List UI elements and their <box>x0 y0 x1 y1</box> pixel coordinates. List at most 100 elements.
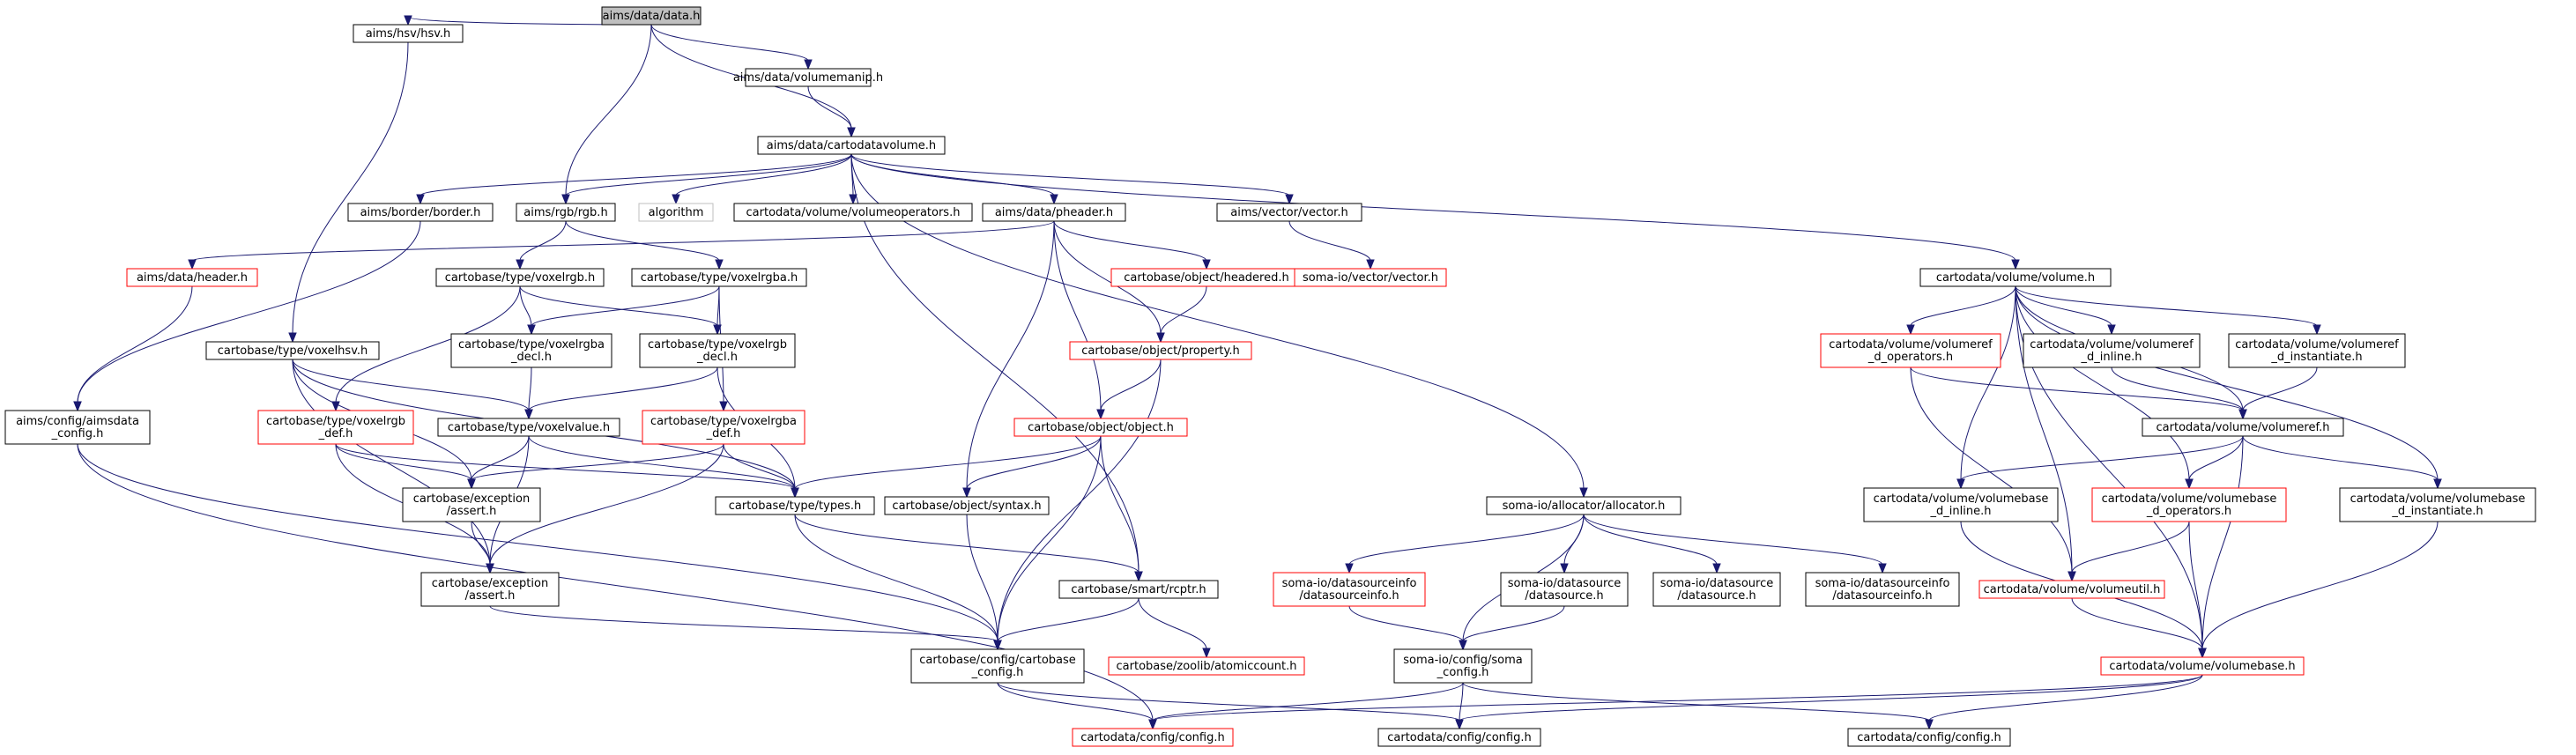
header-node[interactable]: soma-io/allocator/allocator.h <box>1486 496 1681 515</box>
header-node-box <box>639 333 796 368</box>
header-node[interactable]: cartobase/type/voxelvalue.h <box>437 418 620 437</box>
header-node[interactable]: algorithm <box>638 203 714 222</box>
header-node[interactable]: cartobase/object/object.h <box>1013 418 1188 437</box>
header-node-label: /datasource.h <box>1525 589 1603 603</box>
header-node-box <box>353 24 464 43</box>
header-node[interactable]: soma-io/datasource/datasource.h <box>1500 572 1629 607</box>
header-node[interactable]: aims/data/pheader.h <box>982 203 1126 222</box>
header-node-box <box>402 487 541 522</box>
header-node-label: cartobase/config/cartobase <box>919 654 1076 667</box>
header-node-label: algorithm <box>649 206 704 219</box>
header-node[interactable]: soma-io/vector/vector.h <box>1294 268 1447 287</box>
dependency-edge <box>467 443 724 490</box>
header-node[interactable]: soma-io/datasourceinfo/datasourceinfo.h <box>1805 572 1960 607</box>
header-node[interactable]: cartodata/config/config.h <box>1377 728 1541 747</box>
header-node[interactable]: aims/config/aimsdata_config.h <box>4 410 151 445</box>
header-node[interactable]: cartodata/volume/volumebase.h <box>2100 656 2305 676</box>
header-node[interactable]: aims/border/border.h <box>347 203 494 222</box>
header-node-box <box>1069 341 1252 360</box>
header-node-box <box>2142 418 2344 437</box>
header-node[interactable]: cartobase/type/voxelrgba.h <box>631 268 807 287</box>
dependency-edge <box>2185 435 2244 490</box>
header-node-box <box>437 418 620 437</box>
header-node[interactable]: cartodata/volume/volumebase_d_inline.h <box>1863 487 2059 522</box>
header-node[interactable]: cartodata/volume/volumebase_d_instantiat… <box>2339 487 2536 522</box>
header-node-label: soma-io/allocator/allocator.h <box>1503 500 1666 513</box>
dependency-edge <box>1910 366 2076 582</box>
header-node[interactable]: aims/data/header.h <box>126 268 258 287</box>
header-node[interactable]: cartobase/config/cartobase_config.h <box>910 648 1085 684</box>
header-node[interactable]: cartobase/object/headered.h <box>1110 268 1303 287</box>
header-node-label: _config.h <box>51 427 104 440</box>
header-node[interactable]: aims/data/data.h <box>601 6 702 26</box>
dependency-edge <box>292 359 494 574</box>
header-node[interactable]: cartodata/volume/volumebase_d_operators.… <box>2091 487 2287 522</box>
header-node[interactable]: cartobase/object/syntax.h <box>884 496 1050 515</box>
header-node-label: cartobase/zoolib/atomiccount.h <box>1117 660 1297 673</box>
header-node-label: cartobase/exception <box>432 577 548 590</box>
dependency-edge <box>993 597 1140 651</box>
header-node[interactable]: cartobase/type/voxelrgba_def.h <box>642 410 805 445</box>
dependency-edge <box>723 443 799 499</box>
header-node-box <box>1072 728 1234 747</box>
header-node[interactable]: aims/data/volumemanip.h <box>733 68 883 87</box>
dependency-edge <box>1138 597 1211 659</box>
header-node[interactable]: cartobase/exception/assert.h <box>402 487 541 522</box>
header-node[interactable]: cartobase/object/property.h <box>1069 341 1252 360</box>
header-node-box <box>1652 572 1781 607</box>
header-node[interactable]: cartodata/volume/volumeref_d_instantiate… <box>2228 333 2406 368</box>
header-node[interactable]: cartobase/type/types.h <box>715 496 875 515</box>
header-node-label: cartodata/volume/volumeref.h <box>2157 421 2330 434</box>
header-node-label: _decl.h <box>510 351 552 364</box>
header-node-label: soma-io/datasource <box>1660 577 1773 590</box>
header-node-box <box>1805 572 1960 607</box>
dependency-edge <box>850 153 2020 270</box>
dependency-edge <box>1455 674 2203 730</box>
dependency-edge <box>1288 220 1375 270</box>
header-node[interactable]: cartodata/config/config.h <box>1847 728 2011 747</box>
header-node[interactable]: cartobase/smart/rcptr.h <box>1058 580 1219 599</box>
header-node[interactable]: cartodata/volume/volumeref_d_inline.h <box>2023 333 2201 368</box>
header-node-box <box>715 496 875 515</box>
header-node-label: aims/border/border.h <box>360 206 481 219</box>
header-node[interactable]: aims/rgb/rgb.h <box>516 203 616 222</box>
header-node-label: aims/rgb/rgb.h <box>523 206 607 219</box>
header-node[interactable]: cartobase/type/voxelhsv.h <box>205 341 380 360</box>
header-node-label: _d_inline.h <box>1930 505 1992 518</box>
header-node-label: cartobase/type/types.h <box>729 500 861 513</box>
header-node[interactable]: aims/data/cartodatavolume.h <box>757 136 946 155</box>
header-node[interactable]: cartobase/exception/assert.h <box>420 572 560 607</box>
header-node[interactable]: soma-io/datasourceinfo/datasourceinfo.h <box>1273 572 1426 607</box>
dependency-edge <box>993 435 1102 651</box>
header-node[interactable]: cartobase/zoolib/atomiccount.h <box>1108 656 1305 676</box>
dependency-edge <box>791 435 1102 499</box>
header-node[interactable]: cartodata/volume/volumeoperators.h <box>733 203 973 222</box>
header-node[interactable]: aims/hsv/hsv.h <box>353 24 464 43</box>
dependency-edge <box>794 514 1143 582</box>
dependency-edge <box>1906 285 2016 336</box>
header-node[interactable]: cartodata/volume/volumeref_d_operators.h <box>1820 333 2001 368</box>
header-node[interactable]: cartodata/volume/volume.h <box>1919 268 2112 287</box>
header-node-box <box>450 333 612 368</box>
header-node[interactable]: cartobase/type/voxelrgba_decl.h <box>450 333 612 368</box>
header-node[interactable]: soma-io/datasource/datasource.h <box>1652 572 1781 607</box>
header-node[interactable]: cartodata/volume/volumeutil.h <box>1978 580 2165 599</box>
header-node-box <box>2339 487 2536 522</box>
header-node[interactable]: cartobase/type/voxelrgb.h <box>435 268 605 287</box>
header-node-label: soma-io/datasourceinfo <box>1282 577 1417 590</box>
header-node-box <box>4 410 151 445</box>
header-node[interactable]: aims/vector/vector.h <box>1216 203 1362 222</box>
header-node[interactable]: cartobase/type/voxelrgb_def.h <box>257 410 414 445</box>
header-node[interactable]: cartodata/volume/volumeref.h <box>2142 418 2344 437</box>
header-node[interactable]: cartodata/config/config.h <box>1072 728 1234 747</box>
header-node[interactable]: cartobase/type/voxelrgb_decl.h <box>639 333 796 368</box>
header-node-box <box>257 410 414 445</box>
header-node-box <box>1978 580 2165 599</box>
dependency-edge <box>966 514 1002 651</box>
header-node-label: aims/data/cartodatavolume.h <box>767 139 936 152</box>
header-node-box <box>1058 580 1219 599</box>
header-node-label: cartobase/type/voxelhsv.h <box>218 344 368 358</box>
header-node[interactable]: soma-io/config/soma_config.h <box>1393 648 1533 684</box>
dependency-edge <box>2242 435 2442 490</box>
